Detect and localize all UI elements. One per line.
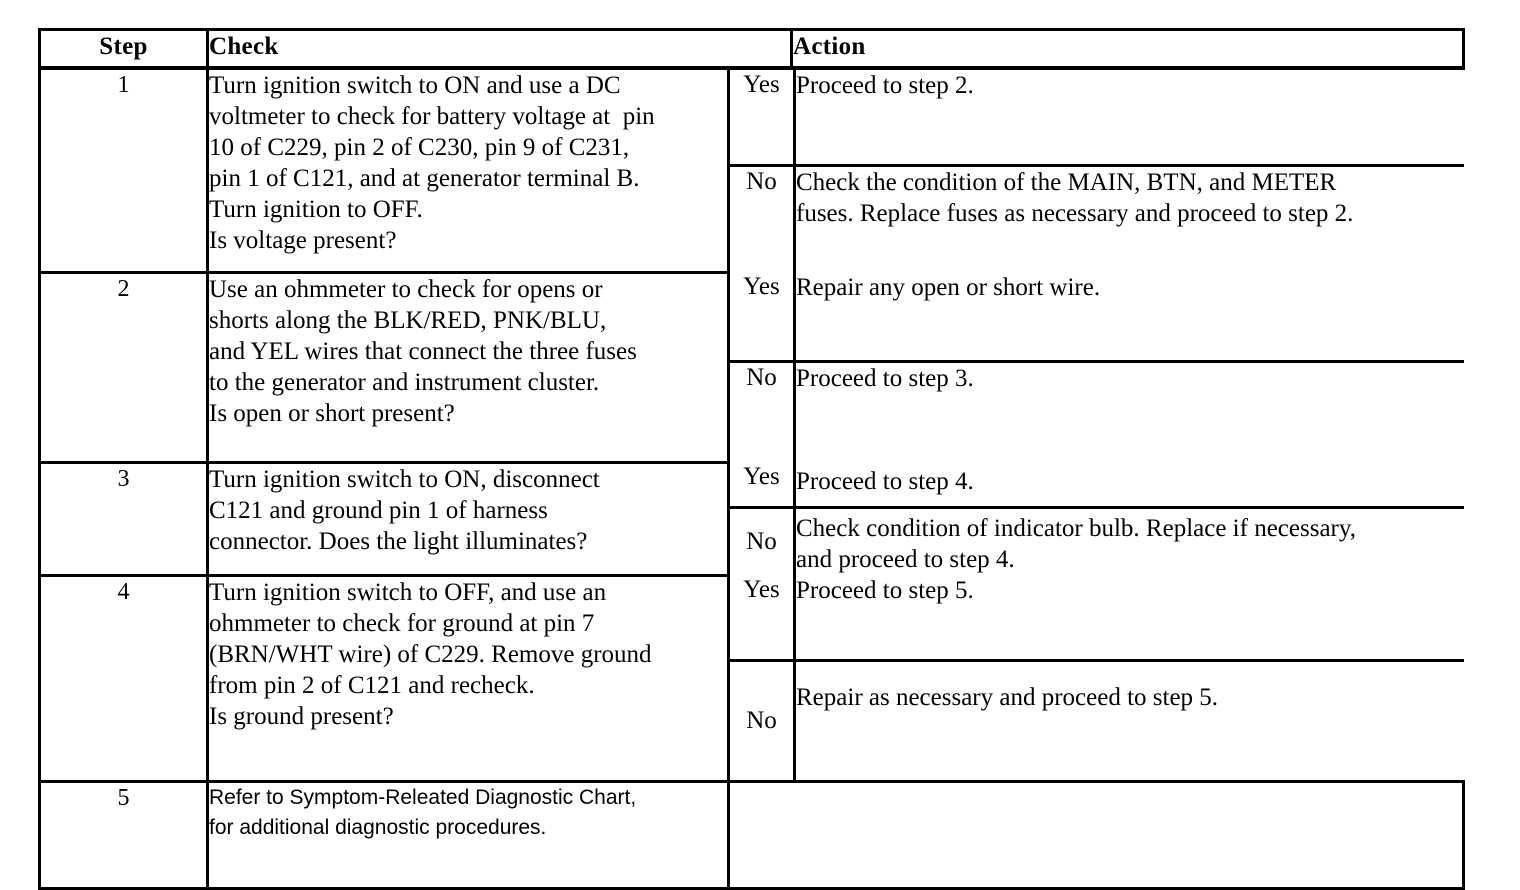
check-line: and YEL wires that connect the three fus… — [209, 337, 637, 365]
table-row: 1 Turn ignition switch to ON and use a D… — [38, 66, 1464, 274]
answer-row-yes: Yes Proceed to step 4. — [730, 462, 1464, 509]
action-text-no: Repair as necessary and proceed to step … — [794, 660, 1464, 780]
column-header-step: Step — [38, 28, 209, 70]
check-line: Turn ignition switch to ON, disconnect — [209, 465, 600, 493]
check-line: Use an ohmmeter to check for opens or — [209, 275, 603, 303]
check-line: Turn ignition switch to OFF, and use an — [209, 578, 607, 606]
check-line: from pin 2 of C121 and recheck. — [209, 671, 535, 699]
action-line: Proceed to step 4. — [796, 468, 974, 495]
action-line: Proceed to step 3. — [796, 365, 974, 392]
step-number: 4 — [38, 573, 209, 783]
check-line: 10 of C229, pin 2 of C230, pin 9 of C231… — [209, 134, 630, 161]
action-text-no: Proceed to step 3. — [794, 361, 1464, 462]
check-line: Is open or short present? — [209, 399, 455, 427]
check-line: Is ground present? — [209, 702, 394, 730]
action-line: Proceed to step 2. — [796, 72, 974, 99]
answer-action-group: Yes Proceed to step 4. No Check conditio… — [728, 462, 1464, 575]
action-text-empty — [727, 780, 1465, 890]
table-header-row: Step Check Action — [38, 28, 1465, 70]
answer-action-split: Yes Repair any open or short wire. No Pr… — [730, 272, 1464, 462]
answer-row-no: No Check the condition of the MAIN, BTN,… — [730, 165, 1464, 272]
answer-action-group: Yes Repair any open or short wire. No Pr… — [728, 272, 1464, 462]
answer-label-no: No — [730, 660, 796, 780]
answer-row-yes: Yes Proceed to step 2. — [730, 70, 1464, 167]
action-line: Repair as necessary and proceed to step … — [796, 684, 1219, 711]
check-text: Refer to Symptom-Releated Diagnostic Cha… — [206, 780, 730, 890]
table-row: 5 Refer to Symptom-Releated Diagnostic C… — [38, 780, 1465, 890]
column-header-check: Check — [206, 28, 793, 70]
answer-label-no: No — [730, 361, 796, 462]
check-text: Turn ignition switch to ON and use a DC … — [206, 66, 730, 274]
answer-label-no: No — [730, 165, 796, 272]
action-line: Repair any open or short wire. — [796, 274, 1101, 301]
answer-label-yes: Yes — [730, 272, 796, 363]
column-header-action: Action — [790, 28, 1465, 70]
answer-label-yes: Yes — [730, 70, 796, 167]
action-line: fuses. Replace fuses as necessary and pr… — [796, 200, 1354, 227]
check-line: ohmmeter to check for ground at pin 7 — [209, 609, 595, 637]
step-number: 1 — [38, 66, 209, 274]
action-line: Check condition of indicator bulb. Repla… — [796, 515, 1356, 542]
answer-action-split: Yes Proceed to step 4. No Check conditio… — [730, 462, 1464, 575]
check-line: voltmeter to check for battery voltage a… — [209, 103, 655, 130]
action-text-yes: Proceed to step 5. — [794, 575, 1464, 662]
answer-action-group: Yes Proceed to step 2. No Check the cond… — [728, 68, 1464, 272]
answer-row-yes: Yes Repair any open or short wire. — [730, 272, 1464, 363]
check-line: C121 and ground pin 1 of harness — [209, 496, 548, 524]
action-line: Proceed to step 5. — [796, 577, 974, 604]
check-line: for additional diagnostic procedures. — [209, 816, 547, 839]
check-line: Turn ignition to OFF. — [209, 196, 423, 223]
action-text-no: Check the condition of the MAIN, BTN, an… — [794, 165, 1464, 272]
check-text: Turn ignition switch to OFF, and use an … — [206, 573, 730, 783]
table-row: 2 Use an ohmmeter to check for opens or … — [38, 270, 1464, 464]
answer-label-yes: Yes — [730, 575, 796, 662]
step-number: 3 — [38, 460, 209, 577]
table-row: 3 Turn ignition switch to ON, disconnect… — [38, 460, 1464, 577]
answer-action-group: Yes Proceed to step 5. No Repair as nece… — [728, 575, 1464, 782]
action-text-yes: Repair any open or short wire. — [794, 272, 1464, 363]
check-text: Turn ignition switch to ON, disconnect C… — [206, 460, 730, 577]
answer-action-split: Yes Proceed to step 2. No Check the cond… — [730, 70, 1464, 272]
check-text: Use an ohmmeter to check for opens or sh… — [206, 270, 730, 464]
answer-action-split: Yes Proceed to step 5. No Repair as nece… — [730, 575, 1464, 780]
check-line: connector. Does the light illuminates? — [209, 527, 588, 555]
check-line: pin 1 of C121, and at generator terminal… — [209, 165, 640, 192]
check-line: Turn ignition switch to ON and use a DC — [209, 72, 621, 99]
check-line: Is voltage present? — [209, 227, 397, 254]
check-line: to the generator and instrument cluster. — [209, 368, 600, 396]
check-line: Refer to Symptom-Releated Diagnostic Cha… — [209, 786, 637, 809]
step-number: 2 — [38, 270, 209, 464]
answer-row-yes: Yes Proceed to step 5. — [730, 575, 1464, 662]
answer-label-no: No — [730, 507, 796, 575]
answer-row-no: No Repair as necessary and proceed to st… — [730, 660, 1464, 780]
action-text-yes: Proceed to step 2. — [794, 70, 1464, 167]
check-line: (BRN/WHT wire) of C229. Remove ground — [209, 640, 652, 668]
action-line: and proceed to step 4. — [796, 546, 1015, 573]
table-row: 4 Turn ignition switch to OFF, and use a… — [38, 573, 1464, 783]
check-line: shorts along the BLK/RED, PNK/BLU, — [209, 306, 607, 334]
step-number: 5 — [38, 780, 209, 890]
diagnostic-table: Step Check Action 1 Turn ignition switch… — [38, 28, 1465, 890]
answer-row-no: No Check condition of indicator bulb. Re… — [730, 507, 1464, 575]
action-text-no: Check condition of indicator bulb. Repla… — [794, 507, 1464, 575]
action-text-yes: Proceed to step 4. — [794, 462, 1464, 509]
action-line: Check the condition of the MAIN, BTN, an… — [796, 169, 1337, 196]
answer-row-no: No Proceed to step 3. — [730, 361, 1464, 462]
answer-label-yes: Yes — [730, 462, 796, 509]
